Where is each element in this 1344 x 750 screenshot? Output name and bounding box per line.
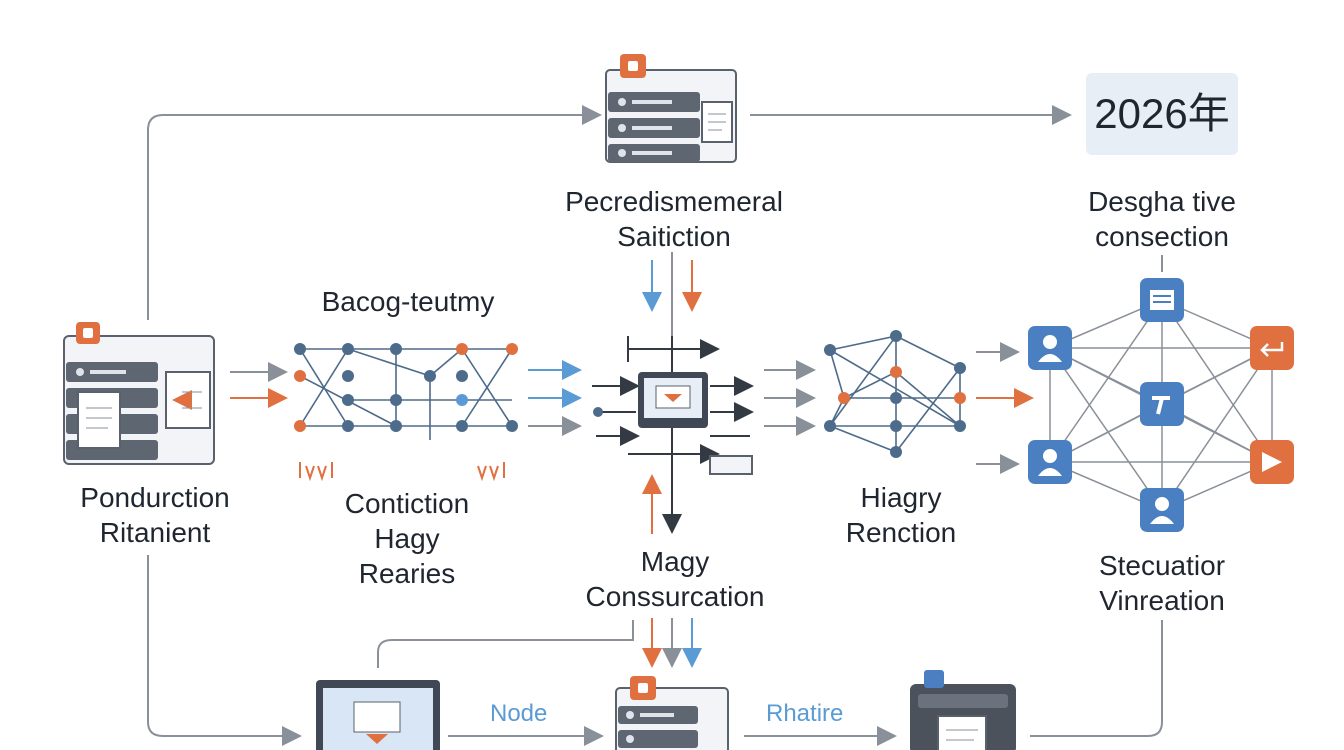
service-mesh — [1028, 278, 1294, 532]
user-icon — [1140, 488, 1184, 532]
document-node-icon — [1140, 278, 1184, 322]
label-center-caption: Magy Conssurcation — [585, 546, 765, 612]
label-top-right: Desgha tive consection — [1088, 186, 1236, 252]
document-icon — [77, 391, 121, 449]
bottom-monitor-icon — [316, 680, 440, 750]
network-cluster-b — [824, 330, 966, 458]
server-icon — [605, 69, 737, 163]
edge-label-node: Node — [490, 700, 548, 727]
monitor-icon — [638, 372, 708, 428]
label-top-center: Pecredismemeral Saitiction — [565, 186, 783, 252]
chat-badge-icon — [630, 676, 656, 700]
folder-icon — [709, 455, 753, 475]
label-right-caption: Stecuatior Vinreation — [1098, 550, 1226, 616]
central-monitor-hub — [592, 336, 754, 534]
year-badge: 2026年 — [1086, 73, 1238, 155]
network-cluster-a — [294, 343, 518, 482]
printer-icon — [910, 670, 1016, 750]
bottom-server-icon — [615, 687, 729, 750]
connector-lines — [147, 105, 1163, 746]
right-arrows — [976, 342, 1034, 474]
label-cluster-a-title: Bacog-teutmy — [321, 286, 495, 317]
top-center-arrows — [642, 252, 702, 344]
edge-label-rhatire: Rhatire — [766, 700, 844, 727]
play-node-icon — [1250, 440, 1294, 484]
chat-badge-icon — [620, 54, 646, 78]
center-right-arrows — [764, 360, 816, 436]
label-left-node: Pondurction Ritanient — [80, 482, 230, 548]
file-icon — [165, 371, 211, 429]
bottom-center-arrows — [642, 618, 702, 668]
cluster-a-arrows — [528, 360, 582, 436]
chat-badge-icon — [76, 322, 100, 344]
user-icon — [1028, 440, 1072, 484]
label-cluster-a-caption: Contiction Hagy Rearies — [344, 488, 470, 589]
tool-node-icon — [1140, 382, 1184, 426]
user-icon — [1028, 326, 1072, 370]
label-cluster-b-caption: Hiagry Renction — [845, 482, 957, 548]
return-node-icon — [1250, 326, 1294, 370]
document-icon — [701, 101, 733, 143]
left-arrows — [230, 362, 288, 408]
left-server-icon — [63, 335, 215, 465]
